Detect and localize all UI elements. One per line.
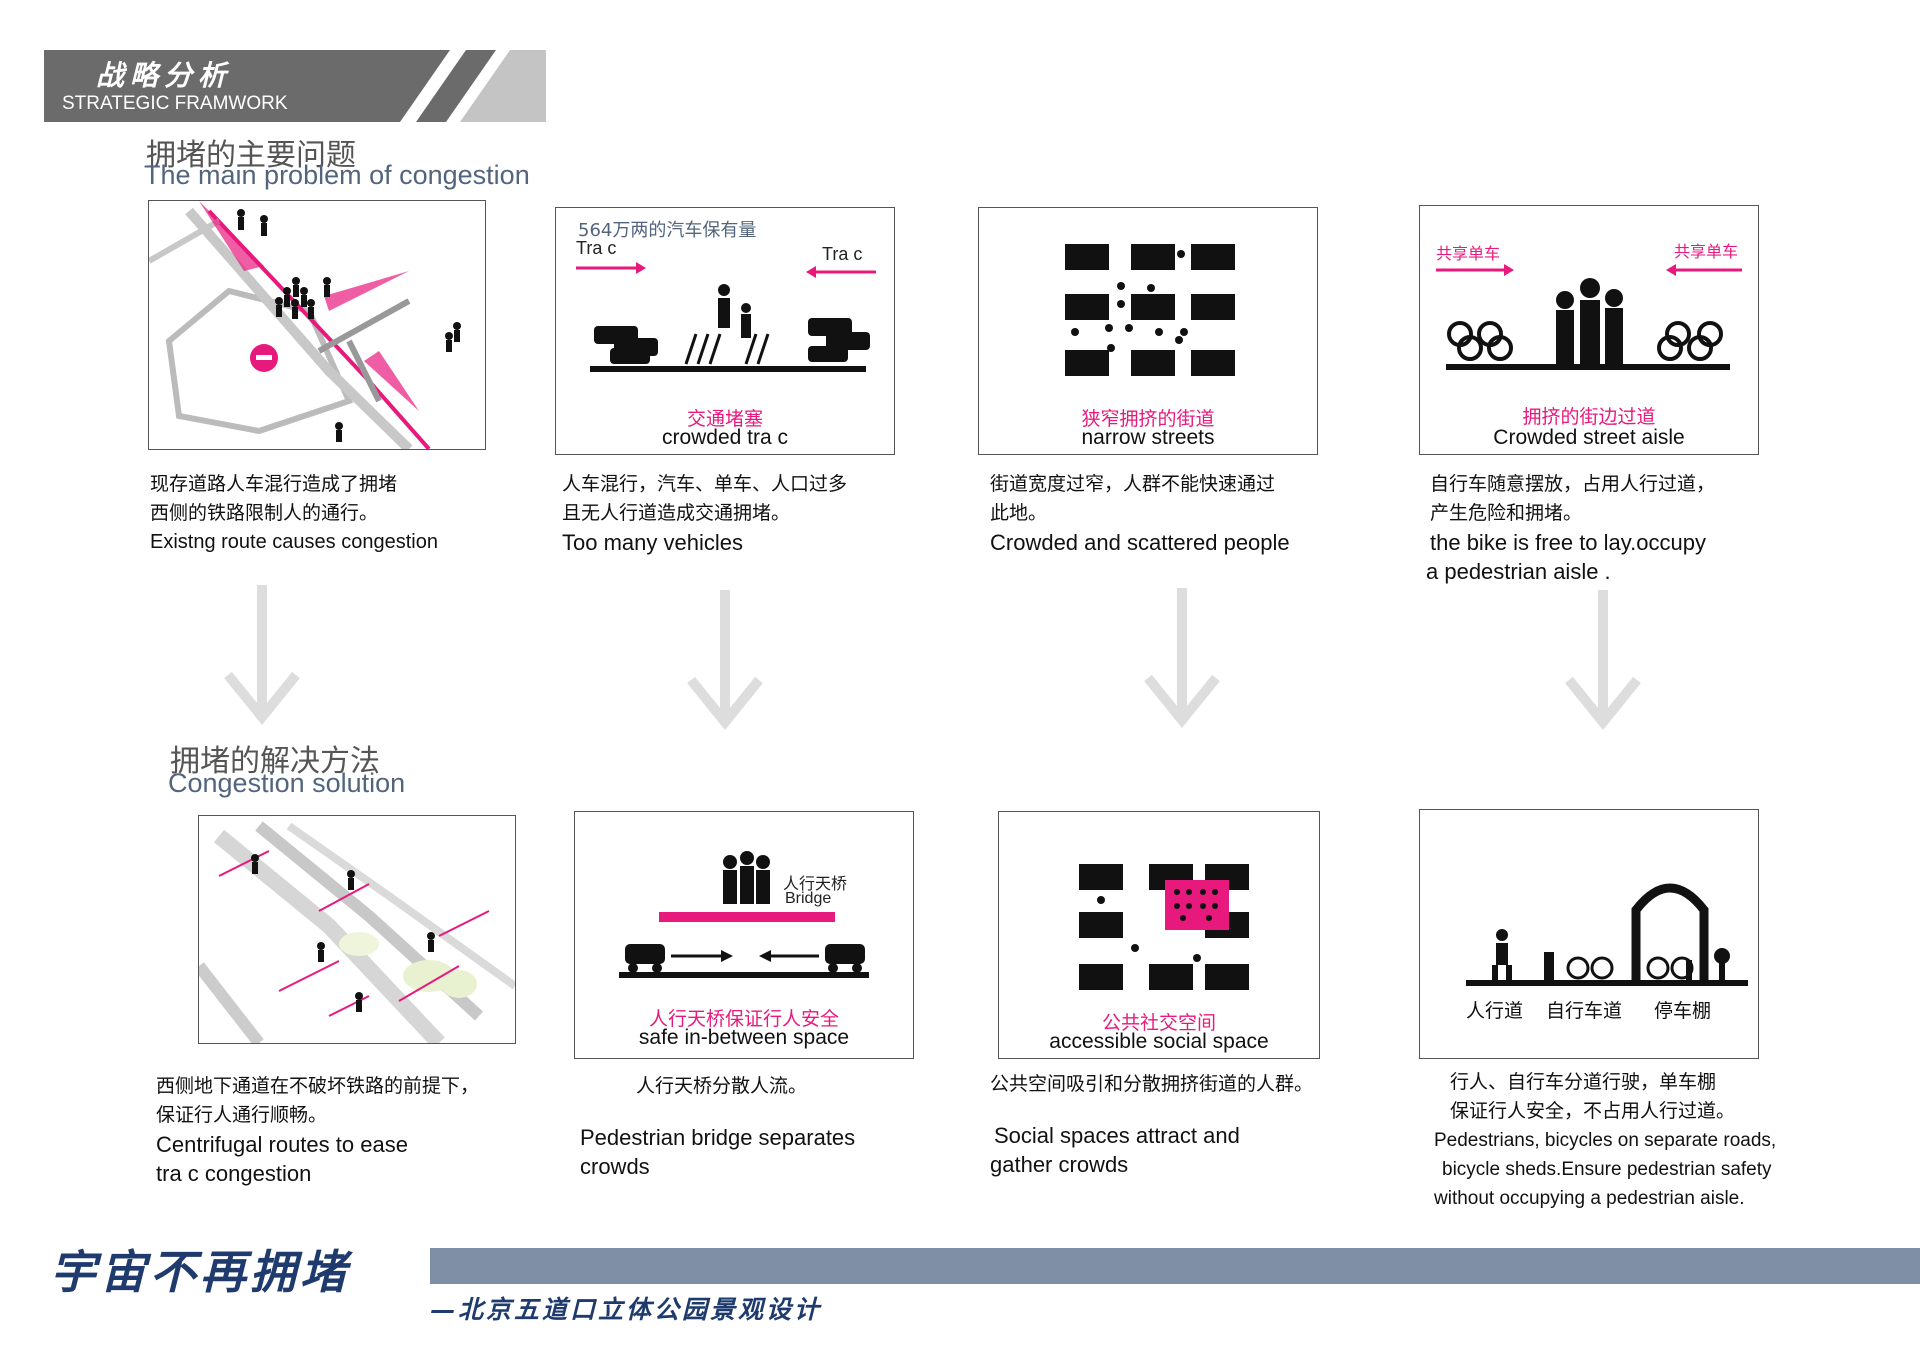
header-stripes — [400, 50, 550, 122]
solution-desc-2-en1: Pedestrian bridge separates — [580, 1125, 856, 1150]
solution-desc-4: 行人、自行车分道行驶，单车棚 保证行人安全，不占用人行过道。 Pedestria… — [1434, 1068, 1814, 1213]
solution-desc-3-en2: gather crowds — [990, 1152, 1129, 1177]
problem-desc-1: 现存道路人车混行造成了拥堵 西侧的铁路限制人的通行。 Existng route… — [150, 470, 438, 557]
traffic-caption-zh: 交通堵塞 — [686, 408, 763, 430]
traffic-caption-en: crowded tra c — [661, 426, 789, 449]
solution-desc-3-en1: Social spaces attract and — [994, 1123, 1240, 1148]
solution-desc-3: 公共空间吸引和分散拥挤街道的人群。 Social spaces attract … — [990, 1070, 1313, 1179]
bridge-caption-en: safe in-between space — [638, 1026, 850, 1049]
solution-desc-4-zh2: 保证行人安全，不占用人行过道。 — [1450, 1100, 1736, 1122]
problem-desc-1-zh2: 西侧的铁路限制人的通行。 — [150, 502, 379, 524]
narrow-streets-illustration — [1065, 244, 1235, 376]
streets-caption-en: narrow streets — [1081, 426, 1215, 449]
problem-desc-3: 街道宽度过窄，人群不能快速通过 此地。 Crowded and scattere… — [990, 470, 1290, 557]
separated-lanes-illustration — [1466, 883, 1748, 986]
bridge-label-en: Bridge — [785, 890, 832, 907]
down-arrow-icon — [224, 585, 300, 725]
problem-desc-2-en1: Too many vehicles — [562, 530, 743, 555]
footer-subtitle: —北京五道口立体公园景观设计 — [430, 1295, 823, 1324]
footer-bar — [430, 1248, 1920, 1284]
streets-caption-zh: 狭窄拥挤的街道 — [1081, 408, 1215, 430]
down-arrow-icon — [687, 590, 763, 730]
solution-desc-4-zh1: 行人、自行车分道行驶，单车棚 — [1450, 1071, 1717, 1093]
down-arrow-icon — [1565, 590, 1641, 730]
solution-social-panel: 公共社交空间 accessible social space — [998, 811, 1320, 1059]
problem-desc-2-zh2: 且无人行道造成交通拥堵。 — [562, 502, 791, 524]
problem-traffic-panel: 564万两的汽车保有量 Tra c Tra c 交通堵塞 crowded tra… — [555, 207, 895, 455]
solutions-title-zh: 拥堵的解决方法 — [170, 744, 380, 779]
problem-desc-1-en1: Existng route causes congestion — [150, 531, 438, 553]
bridge-illustration — [619, 851, 869, 978]
underpass-map — [199, 821, 515, 1043]
aisle-caption-en: Crowded street aisle — [1493, 426, 1685, 449]
solution-map-panel — [198, 815, 516, 1044]
problems-title-en: The main problem of congestion — [144, 160, 530, 190]
problem-desc-3-en1: Crowded and scattered people — [990, 530, 1290, 555]
solution-desc-2-en2: crowds — [580, 1154, 650, 1179]
solution-desc-2-zh1: 人行天桥分散人流。 — [636, 1075, 808, 1097]
solution-desc-2: 人行天桥分散人流。 Pedestrian bridge separates cr… — [580, 1072, 855, 1181]
solution-desc-1-en1: Centrifugal routes to ease — [156, 1132, 408, 1157]
down-arrow-icon — [1144, 588, 1220, 728]
solution-desc-1-zh1: 西侧地下通道在不破坏铁路的前提下， — [156, 1075, 480, 1097]
solution-desc-4-en3: without occupying a pedestrian aisle. — [1434, 1188, 1745, 1209]
problem-desc-4-en1: the bike is free to lay.occupy — [1430, 530, 1706, 555]
problem-aisle-panel: 共享单车 共享单车 拥挤的街边过道 Crowded street aisle — [1419, 205, 1759, 455]
solution-desc-4-en2: bicycle sheds.Ensure pedestrian safety — [1442, 1159, 1772, 1180]
solutions-title-en: Congestion solution — [168, 768, 406, 798]
solution-bridge-panel: 人行天桥 Bridge 人行天桥保证行人安全 safe in-between s… — [574, 811, 914, 1059]
footer-title: 宇宙不再拥堵 — [50, 1245, 350, 1299]
problem-map-panel — [148, 200, 486, 450]
aisle-caption-zh: 拥挤的街边过道 — [1522, 406, 1656, 428]
lane-label-bikelane: 自行车道 — [1546, 1000, 1623, 1022]
problem-desc-4-zh2: 产生危险和拥堵。 — [1430, 502, 1583, 524]
problem-desc-4: 自行车随意摆放，占用人行过道， 产生危险和拥堵。 the bike is fre… — [1426, 470, 1716, 586]
problem-desc-4-zh1: 自行车随意摆放，占用人行过道， — [1430, 473, 1716, 495]
problem-streets-panel: 狭窄拥挤的街道 narrow streets — [978, 207, 1318, 455]
social-space-illustration — [1079, 864, 1249, 990]
problem-desc-2: 人车混行，汽车、单车、人口过多 且无人行道造成交通拥堵。 Too many ve… — [562, 470, 847, 557]
solution-lanes-panel: 人行道 自行车道 停车棚 — [1419, 809, 1759, 1059]
problem-desc-2-zh1: 人车混行，汽车、单车、人口过多 — [562, 473, 848, 495]
bike-aisle-illustration — [1436, 264, 1742, 370]
solution-desc-1: 西侧地下通道在不破坏铁路的前提下， 保证行人通行顺畅。 Centrifugal … — [156, 1072, 479, 1188]
bike-label-right: 共享单车 — [1674, 242, 1739, 261]
bridge-label-zh: 人行天桥 — [783, 874, 848, 893]
solution-desc-3-zh1: 公共空间吸引和分散拥挤街道的人群。 — [990, 1073, 1314, 1095]
traffic-illustration — [576, 262, 876, 372]
lane-label-sidewalk: 人行道 — [1466, 1000, 1524, 1022]
bike-label-left: 共享单车 — [1436, 244, 1501, 263]
solution-desc-1-en2: tra c congestion — [156, 1161, 312, 1186]
social-caption-zh: 公共社交空间 — [1101, 1012, 1216, 1034]
congestion-map — [149, 201, 461, 449]
problem-desc-4-en2: a pedestrian aisle . — [1426, 559, 1611, 584]
problem-desc-3-zh2: 此地。 — [990, 502, 1048, 524]
problem-desc-1-zh1: 现存道路人车混行造成了拥堵 — [150, 473, 398, 495]
header-title-en: STRATEGIC FRAMWORK — [62, 93, 288, 114]
problem-desc-3-zh1: 街道宽度过窄，人群不能快速通过 — [990, 473, 1276, 495]
lane-label-shed: 停车棚 — [1654, 1000, 1712, 1022]
header-title-zh: 战略分析 — [96, 59, 233, 92]
bridge-caption-zh: 人行天桥保证行人安全 — [648, 1008, 839, 1030]
car-ownership-label: 564万两的汽车保有量 — [578, 220, 757, 241]
traffic-label-right: Tra c — [822, 244, 863, 264]
solution-desc-4-en1: Pedestrians, bicycles on separate roads, — [1434, 1130, 1777, 1151]
problems-title-zh: 拥堵的主要问题 — [146, 138, 356, 173]
solution-desc-1-zh2: 保证行人通行顺畅。 — [156, 1104, 328, 1126]
social-caption-en: accessible social space — [1049, 1030, 1269, 1053]
traffic-label-left: Tra c — [576, 238, 617, 258]
